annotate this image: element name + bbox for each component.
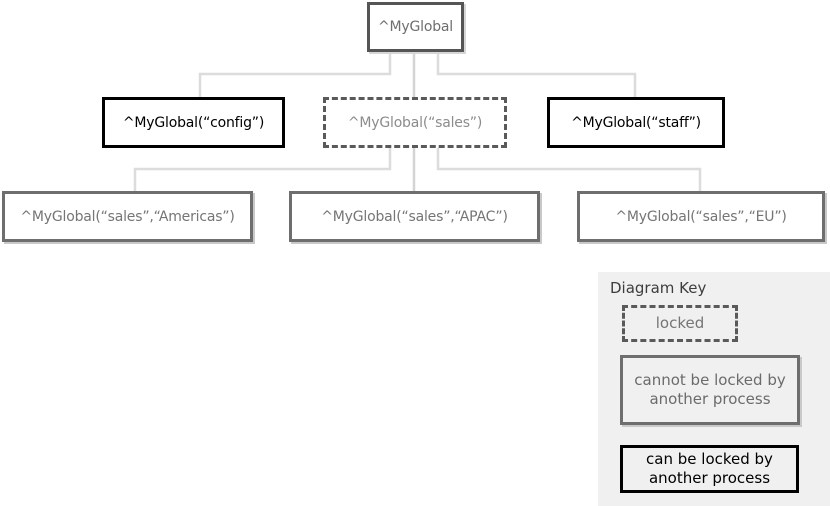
key-item-can-be-locked-label: can be locked by another process bbox=[646, 449, 773, 488]
key-item-locked: locked bbox=[622, 305, 738, 342]
node-myglobal-staff: ^MyGlobal(“staff”) bbox=[547, 97, 725, 148]
key-item-can-be-locked: can be locked by another process bbox=[620, 445, 799, 493]
node-myglobal-label: ^MyGlobal bbox=[378, 19, 453, 35]
diagram-key-panel: Diagram Key locked cannot be locked by a… bbox=[598, 272, 830, 506]
node-myglobal: ^MyGlobal bbox=[367, 2, 464, 52]
node-myglobal-sales-apac: ^MyGlobal(“sales”,“APAC”) bbox=[289, 191, 540, 242]
connector-sales-americas bbox=[133, 148, 392, 192]
node-myglobal-sales-label: ^MyGlobal(“sales”) bbox=[347, 114, 483, 131]
connector-root-staff bbox=[436, 52, 637, 98]
connector-root-config bbox=[198, 52, 392, 98]
key-item-locked-label: locked bbox=[655, 313, 705, 332]
node-myglobal-staff-label: ^MyGlobal(“staff”) bbox=[571, 114, 701, 131]
node-myglobal-sales-eu: ^MyGlobal(“sales”,“EU”) bbox=[577, 191, 825, 242]
node-myglobal-sales-eu-label: ^MyGlobal(“sales”,“EU”) bbox=[615, 208, 787, 225]
key-item-cannot-be-locked: cannot be locked by another process bbox=[620, 355, 800, 425]
node-myglobal-config: ^MyGlobal(“config”) bbox=[102, 97, 285, 148]
key-item-cannot-be-locked-label: cannot be locked by another process bbox=[634, 370, 786, 409]
diagram-key-title: Diagram Key bbox=[610, 279, 707, 297]
node-myglobal-sales-apac-label: ^MyGlobal(“sales”,“APAC”) bbox=[321, 208, 508, 225]
node-myglobal-sales: ^MyGlobal(“sales”) bbox=[323, 97, 507, 148]
node-myglobal-sales-americas-label: ^MyGlobal(“sales”,“Americas”) bbox=[20, 208, 235, 225]
node-myglobal-config-label: ^MyGlobal(“config”) bbox=[122, 114, 265, 131]
connector-sales-eu bbox=[436, 148, 702, 192]
node-myglobal-sales-americas: ^MyGlobal(“sales”,“Americas”) bbox=[2, 191, 253, 242]
